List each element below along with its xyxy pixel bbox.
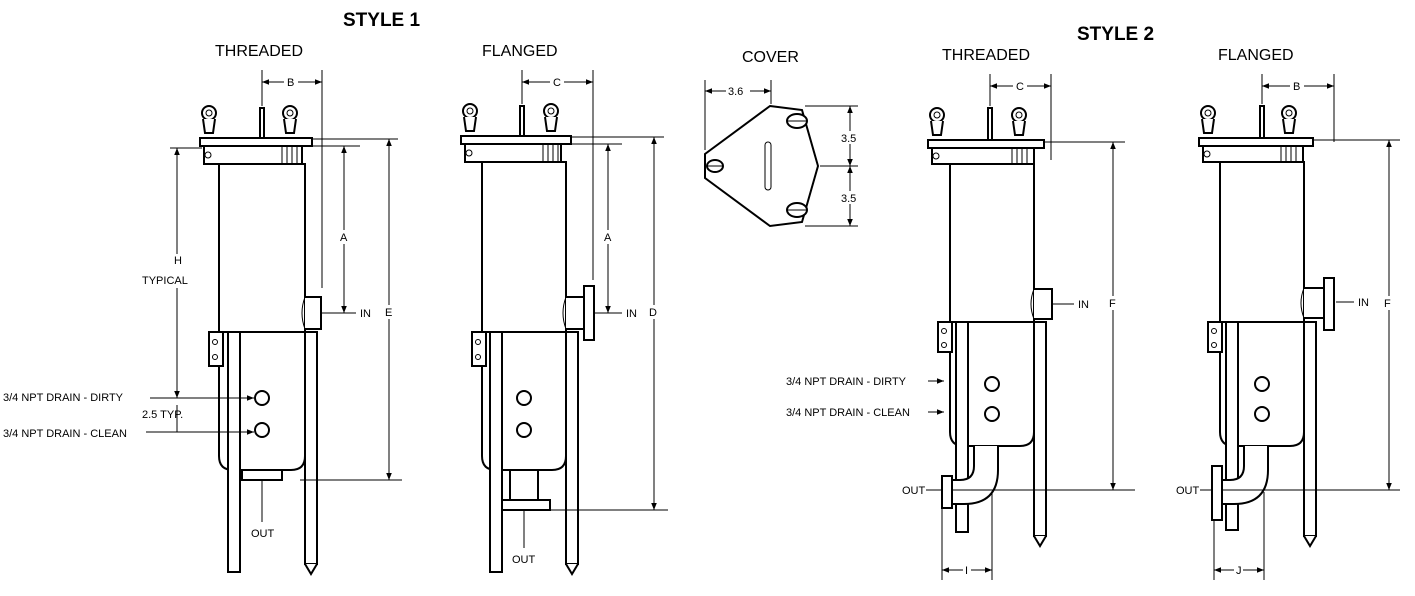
style2-flanged-housing <box>1198 105 1335 548</box>
dim-f-label: F <box>1109 298 1116 310</box>
dim-h-label: H <box>174 255 182 267</box>
threaded1-title: THREADED <box>215 43 303 60</box>
flanged1-title: FLANGED <box>482 43 558 60</box>
inlet3-label: IN <box>1078 299 1089 311</box>
inlet2-label: IN <box>626 308 637 320</box>
cover-dims: 3.6 3.5 3.5 <box>704 80 862 227</box>
style1-threaded-dims: B A IN E H TYPICAL 3/4 NPT DRAIN - DIRTY… <box>3 70 402 540</box>
cover-width-label: 3.6 <box>728 86 743 98</box>
cover-h1-label: 3.5 <box>841 133 856 145</box>
cover-view <box>704 104 820 228</box>
drain-dirty-label: 3/4 NPT DRAIN - DIRTY <box>3 392 124 404</box>
threaded2-title: THREADED <box>942 47 1030 64</box>
dim-a-label: A <box>340 232 348 244</box>
drain-clean2-label: 3/4 NPT DRAIN - CLEAN <box>786 407 910 419</box>
dim-b2-label: B <box>1293 81 1300 93</box>
drain-spacing-label: 2.5 TYP. <box>142 409 183 421</box>
cover-title: COVER <box>742 49 799 66</box>
dim-c-label: C <box>553 77 561 89</box>
flanged2-title: FLANGED <box>1218 47 1294 64</box>
dim-i-label: I <box>965 565 968 577</box>
dim-e-label: E <box>385 307 392 319</box>
outlet-label: OUT <box>251 528 275 540</box>
outlet3-label: OUT <box>902 485 926 497</box>
outlet2-label: OUT <box>512 554 536 566</box>
dim-d-label: D <box>649 307 657 319</box>
dim-b-label: B <box>287 77 294 89</box>
style1-flanged-housing <box>460 103 595 576</box>
style2-threaded-dims: C IN F 3/4 NPT DRAIN - DIRTY 3/4 NPT DRA… <box>786 74 1135 580</box>
style1-flanged-dims: C A IN D OUT <box>512 70 668 566</box>
drain-dirty2-label: 3/4 NPT DRAIN - DIRTY <box>786 376 907 388</box>
outlet4-label: OUT <box>1176 485 1200 497</box>
dim-a2-label: A <box>604 232 612 244</box>
style2-title: STYLE 2 <box>1077 24 1154 45</box>
inlet-label: IN <box>360 308 371 320</box>
style1-threaded-housing <box>199 105 322 576</box>
dim-f2-label: F <box>1384 298 1391 310</box>
dim-c2-label: C <box>1016 81 1024 93</box>
style1-title: STYLE 1 <box>343 10 421 31</box>
style2-flanged-dims: B IN F OUT J <box>1176 74 1400 580</box>
inlet4-label: IN <box>1358 297 1369 309</box>
dim-j-label: J <box>1236 565 1242 577</box>
cover-h2-label: 3.5 <box>841 193 856 205</box>
drain-clean-label: 3/4 NPT DRAIN - CLEAN <box>3 428 127 440</box>
style2-threaded-housing <box>927 107 1053 548</box>
dim-h-typical: TYPICAL <box>142 275 188 287</box>
